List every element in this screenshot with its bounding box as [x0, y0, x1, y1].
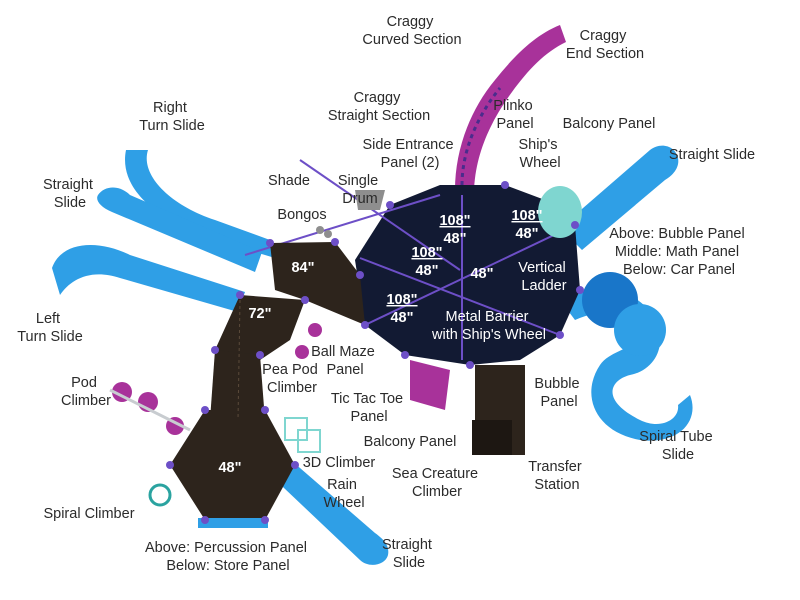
straight-slide-right	[560, 145, 679, 250]
label-straight-slide-right: Straight Slide	[669, 147, 755, 163]
label-pea-pod: Pea Pod Climber	[262, 362, 322, 396]
label-pod-climber: Pod Climber	[61, 375, 111, 409]
label-metal-barrier: Metal Barrier with Ship's Wheel	[431, 309, 546, 343]
slides	[52, 145, 693, 565]
bongos	[316, 226, 332, 238]
label-plinko: Plinko Panel	[493, 98, 537, 132]
label-percussion-store: Above: Percussion Panel Below: Store Pan…	[145, 540, 311, 574]
label-shade: Shade	[268, 173, 310, 189]
craggy-climber	[455, 25, 566, 192]
pod-climber	[109, 382, 191, 435]
label-spiral-tube: Spiral Tube Slide	[639, 429, 716, 463]
label-tic-tac-toe: Tic Tac Toe Panel	[331, 391, 407, 425]
label-bubble-panel: Bubble Panel	[534, 376, 583, 410]
shade	[355, 190, 385, 210]
spiral-tube-slide	[560, 272, 693, 441]
label-vertical-ladder: Vertical Ladder	[518, 260, 570, 294]
label-left-turn: Left Turn Slide	[17, 311, 83, 345]
dim-deck-c-top: 108"	[411, 245, 442, 261]
posts	[166, 181, 584, 524]
label-ball-maze: Ball Maze Panel	[311, 344, 379, 378]
dim-deck-a-bottom: 48"	[443, 231, 466, 247]
labels: Craggy Curved Section Craggy End Section…	[17, 14, 755, 574]
label-3d-climber: 3D Climber	[303, 455, 376, 471]
brown-decks	[170, 242, 365, 520]
deck-dimensions: 84" 72" 48" 108" 48" 108" 48" 108" 48" 1…	[218, 208, 542, 476]
right-turn-slide	[125, 150, 275, 258]
label-sea-creature: Sea Creature Climber	[392, 466, 482, 500]
percussion-panel	[198, 518, 268, 528]
dim-deck-a-top: 108"	[439, 213, 470, 229]
dim-48-hex: 48"	[218, 460, 241, 476]
label-bubble-math-car: Above: Bubble Panel Middle: Math Panel B…	[609, 226, 748, 278]
label-craggy-straight: Craggy Straight Section	[328, 90, 430, 124]
dim-72: 72"	[248, 306, 271, 322]
label-right-turn: Right Turn Slide	[139, 100, 205, 134]
label-transfer-station: Transfer Station	[528, 459, 585, 493]
main-deck	[244, 159, 580, 365]
dim-deck-d-bottom: 48"	[390, 310, 413, 326]
straight-slide-bottom	[265, 455, 389, 565]
label-straight-slide-bottom: Straight Slide	[382, 537, 436, 571]
label-balcony-top: Balcony Panel	[563, 116, 656, 132]
label-craggy-curved: Craggy Curved Section	[362, 14, 461, 48]
three-d-climber	[284, 417, 321, 453]
label-craggy-end: Craggy End Section	[566, 28, 644, 62]
label-bongos: Bongos	[277, 207, 326, 223]
tic-tac-toe-panel	[410, 360, 450, 410]
label-single-drum: Single Drum	[338, 173, 382, 207]
dim-deck-center: 48"	[470, 266, 493, 282]
dim-deck-b-top: 108"	[511, 208, 542, 224]
spiral-climber	[148, 483, 172, 507]
label-spiral-climber: Spiral Climber	[43, 506, 134, 522]
label-ships-wheel: Ship's Wheel	[518, 137, 561, 171]
dim-84: 84"	[291, 260, 314, 276]
label-rain-wheel: Rain Wheel	[323, 477, 364, 511]
left-turn-slide	[52, 245, 245, 312]
transfer-station	[472, 365, 525, 455]
dim-deck-b-bottom: 48"	[515, 226, 538, 242]
dim-deck-c-bottom: 48"	[415, 263, 438, 279]
bubble-dome	[538, 186, 582, 238]
dim-deck-d-top: 108"	[386, 292, 417, 308]
label-side-entrance: Side Entrance Panel (2)	[362, 137, 457, 171]
label-straight-left: Straight Slide	[43, 177, 97, 211]
pea-pod-climber	[295, 323, 322, 359]
straight-slide-left	[97, 187, 262, 272]
label-balcony-bottom: Balcony Panel	[364, 434, 457, 450]
